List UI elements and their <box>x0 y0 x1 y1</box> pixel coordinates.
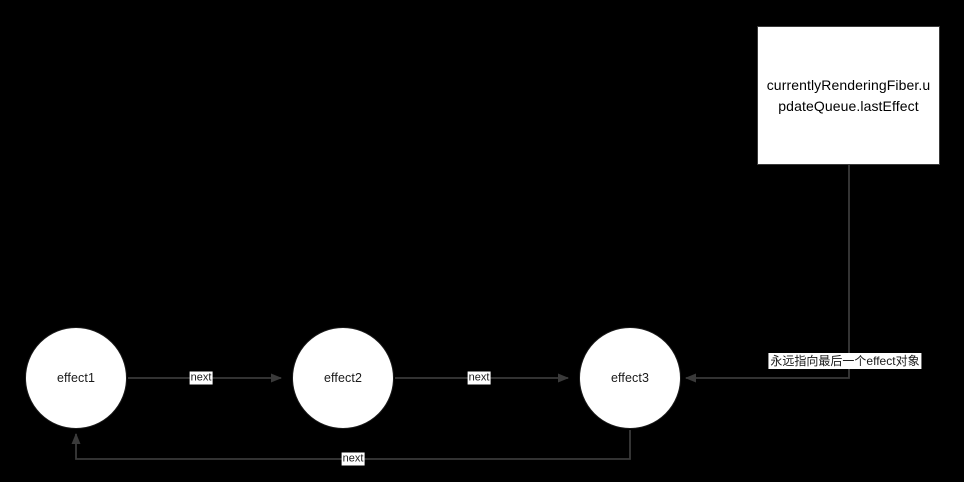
edge-label-next-3: next <box>341 452 365 466</box>
node-effect1-label: effect1 <box>57 370 95 385</box>
edge-label-last-effect-note: 永远指向最后一个effect对象 <box>768 353 922 369</box>
node-effect1[interactable]: effect1 <box>25 327 127 429</box>
node-effect3[interactable]: effect3 <box>579 327 681 429</box>
edge-queue-to-effect3 <box>685 165 850 383</box>
edge-label-next-1: next <box>189 371 213 385</box>
node-effect3-label: effect3 <box>611 370 649 385</box>
node-update-queue-last-effect-label: currentlyRenderingFiber.updateQueue.last… <box>766 77 931 114</box>
node-effect2[interactable]: effect2 <box>292 327 394 429</box>
node-effect2-label: effect2 <box>324 370 362 385</box>
edge-label-next-2: next <box>467 371 491 385</box>
node-update-queue-last-effect[interactable]: currentlyRenderingFiber.updateQueue.last… <box>757 26 940 165</box>
